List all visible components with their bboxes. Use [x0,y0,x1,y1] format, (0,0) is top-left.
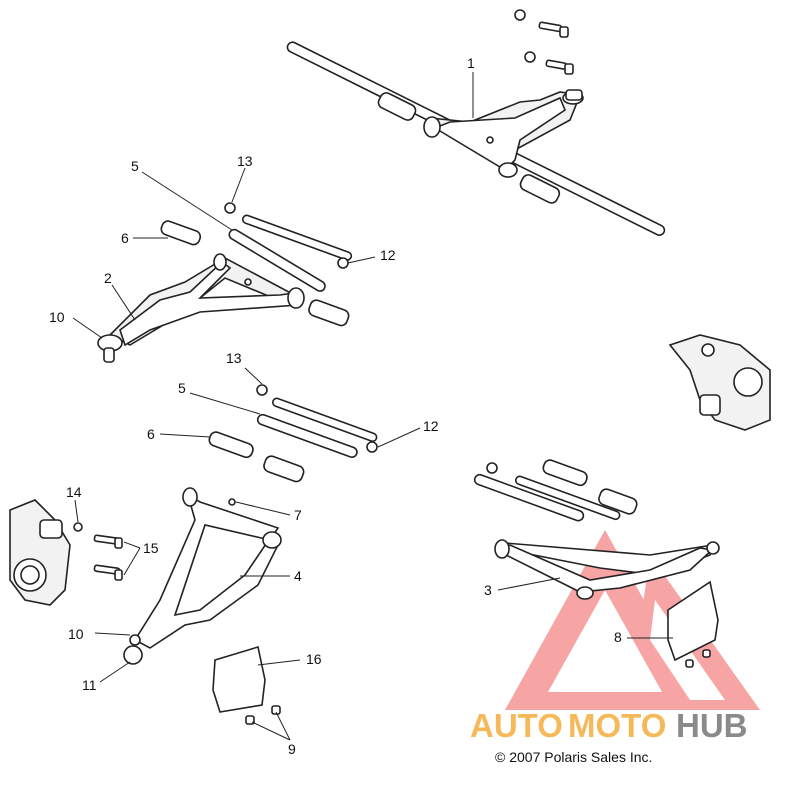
watermark-hub: HUB [676,707,748,744]
callout-13-upper: 13 [237,153,253,169]
watermark-auto: AUTO [470,707,563,744]
part-13-nut-lower [256,384,268,396]
part-6-bushing-upper-b [308,299,350,327]
part-9-bolt-b [271,705,281,715]
callout-10-lower: 10 [68,626,84,642]
part-6-bushing-upper [160,220,202,246]
part-4-lower-a-arm [123,487,282,665]
knuckle-left [9,499,123,606]
watermark-moto: MOTO [568,707,666,744]
part-12-bolt-head-upper [337,257,349,269]
leader-lines [72,72,673,741]
watermark-wordmark: AUTO MOTO HUB [470,707,748,744]
part-13-nut-upper [224,202,236,214]
callout-5-lower: 5 [178,380,186,396]
callout-10-upper: 10 [49,309,65,325]
part-6-bushing-lower [208,431,254,459]
callout-12-lower: 12 [423,418,439,434]
callout-12-upper: 12 [380,247,396,263]
callout-13-lower: 13 [226,350,242,366]
part-8-bolt-b [702,649,711,658]
callout-6-lower: 6 [147,426,155,442]
callout-7: 7 [294,507,302,523]
callout-1: 1 [467,55,475,71]
callout-4: 4 [294,568,302,584]
part-2-upper-a-arm [97,253,305,363]
knuckle-right [668,334,771,431]
part-3-lower-arm-right [473,459,720,600]
part-8-guard-plate [667,580,719,662]
part-12-bolt-head-lower [366,441,378,453]
callout-3: 3 [484,582,492,598]
callout-15: 15 [143,540,159,556]
callout-11: 11 [82,677,97,693]
part-6-bushing-lower-b [263,455,305,483]
copyright-notice: © 2007 Polaris Sales Inc. [495,749,653,765]
callout-2: 2 [104,270,112,286]
part-16-guard-plate [212,645,266,713]
part-5-rod-upper [228,228,326,292]
callout-9: 9 [288,741,296,757]
callout-16: 16 [306,651,322,667]
bolt-group-top [514,9,574,75]
part-5-rod-lower [256,413,358,459]
part-1-upper-arm [286,41,666,236]
callout-8: 8 [614,629,622,645]
callout-14: 14 [66,484,82,500]
part-12-bolt-upper [241,214,353,261]
callout-labels: 1 2 3 4 5 5 6 6 7 8 9 10 10 11 12 12 13 … [49,55,622,757]
callout-6-upper: 6 [121,230,129,246]
part-12-bolt-lower [271,397,378,443]
part-8-bolt-a [685,659,694,668]
callout-5-upper: 5 [131,158,139,174]
